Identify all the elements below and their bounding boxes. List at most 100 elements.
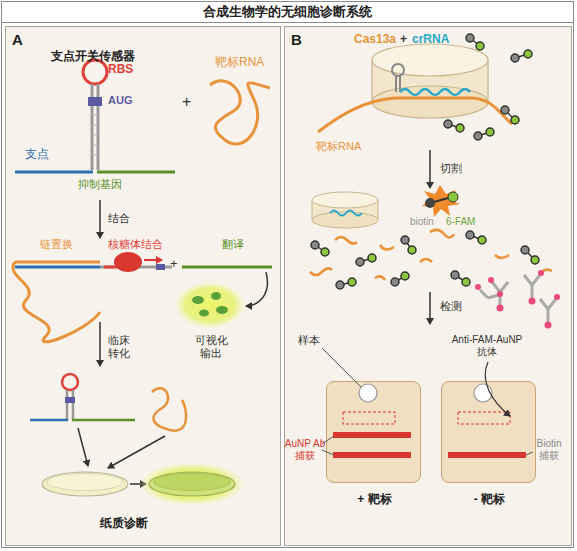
cleaved-fragments <box>478 236 486 244</box>
glowing-dish <box>138 462 246 506</box>
node-heading: B <box>291 31 302 49</box>
part-label: 翻译 <box>222 238 244 251</box>
cleaved-state <box>330 211 362 216</box>
reporter-molecules <box>511 54 519 62</box>
petri-dish <box>47 474 123 491</box>
part-label: 样本 <box>298 334 320 347</box>
toehold-hairpin <box>15 171 93 174</box>
step-arrow <box>429 150 431 188</box>
node-subheading: 支点开关传感器 <box>51 49 135 63</box>
cleaved-fragments <box>321 248 329 256</box>
cleaved-fragments <box>401 272 409 280</box>
cleaved-state <box>425 198 435 208</box>
gold-nanoparticles <box>554 294 560 300</box>
output-label: 纸质诊断 <box>100 516 148 530</box>
visual-output <box>211 292 221 300</box>
plus-sign: + <box>170 256 178 272</box>
reporter-molecules <box>501 106 509 114</box>
reporter-molecules <box>456 124 464 132</box>
gold-nanoparticles <box>538 270 544 276</box>
part-label: 6-FAM <box>446 216 475 228</box>
node-heading: + 靶标 <box>327 492 422 506</box>
reporter-molecules <box>466 34 474 42</box>
cleaved-fragments <box>462 278 470 286</box>
node-heading: A <box>12 31 23 49</box>
plus-sign: + <box>182 92 191 111</box>
part-label: AuNP Ab 捕获 <box>283 438 327 462</box>
step-arrow <box>99 200 101 238</box>
cleaved-fragments <box>391 278 399 286</box>
part-label: 支点 <box>25 147 49 161</box>
cas13a-complex <box>392 64 404 76</box>
plus-sign: + <box>400 32 407 46</box>
gold-nanoparticles <box>475 284 481 290</box>
toehold-hairpin <box>88 97 102 106</box>
cas13a-complex <box>372 44 488 76</box>
activated-switch <box>182 266 272 269</box>
reporter-molecules <box>474 132 482 140</box>
part-label: Anti-FAM-AuNP 抗体 <box>442 334 532 358</box>
cleaved-fragments <box>466 231 474 239</box>
toehold-hairpin <box>91 84 94 170</box>
part-label: 链置换 <box>40 238 73 251</box>
petri-dish <box>42 472 128 496</box>
gold-nanoparticles <box>488 277 494 283</box>
node-heading: - 靶标 <box>442 492 537 506</box>
cleaved-fragments <box>451 271 459 279</box>
visual-output <box>192 296 204 304</box>
diagram-title: 合成生物学的无细胞诊断系统 <box>2 2 573 23</box>
activated-switch <box>15 266 100 269</box>
visual-output <box>199 310 209 317</box>
cleaved-state <box>312 192 378 208</box>
strip-features <box>448 452 526 458</box>
reporter-molecules <box>476 42 484 50</box>
output-label: 可视化 输出 <box>190 334 232 360</box>
cleaved-fragments <box>336 281 344 289</box>
part-label: crRNA <box>412 32 449 46</box>
reporter-molecules <box>524 50 532 58</box>
part-label: 靶标RNA <box>215 55 264 69</box>
cas13a-complex <box>400 89 470 95</box>
visual-output <box>216 306 228 314</box>
step-label: 检测 <box>440 300 462 313</box>
glowing-dish <box>138 462 246 506</box>
part-label: 靶标RNA <box>316 140 361 153</box>
toehold-hairpin <box>97 171 175 174</box>
activated-switch <box>15 261 100 264</box>
cas13a-complex <box>396 76 400 92</box>
gold-nanoparticles <box>497 305 504 312</box>
glowing-dish <box>154 474 230 491</box>
part-label: AUG <box>108 94 132 107</box>
cleaved-fragments <box>408 246 416 254</box>
strip-features <box>333 432 411 438</box>
reporter-molecules <box>444 120 452 128</box>
part-label: biotin <box>410 216 434 228</box>
reporter-molecules <box>511 116 519 124</box>
part-label: RBS <box>108 62 133 76</box>
step-label: 结合 <box>108 212 130 225</box>
gold-nanoparticles <box>545 322 552 329</box>
step-label: 临床 转化 <box>108 334 138 360</box>
cleaved-fragments <box>368 254 376 262</box>
strip-features <box>474 384 492 402</box>
gold-nanoparticles <box>529 298 536 305</box>
activated-switch <box>104 266 116 269</box>
strip-features <box>333 452 411 458</box>
small-switch <box>30 419 68 422</box>
cleaved-fragments <box>521 246 529 254</box>
part-label: 核糖体结合 <box>108 238 163 251</box>
activated-switch <box>156 264 165 270</box>
strip-features <box>359 384 377 402</box>
glowing-dish <box>149 472 235 496</box>
reporter-molecules <box>486 128 494 136</box>
toehold-hairpin <box>97 84 100 170</box>
visual-output <box>174 281 246 329</box>
step-arrow <box>429 292 431 324</box>
step-label: 切割 <box>440 162 462 175</box>
cleaved-fragments <box>401 236 409 244</box>
cleaved-state <box>448 192 458 202</box>
part-label: Cas13a <box>354 32 396 46</box>
gold-nanoparticles <box>497 291 503 297</box>
